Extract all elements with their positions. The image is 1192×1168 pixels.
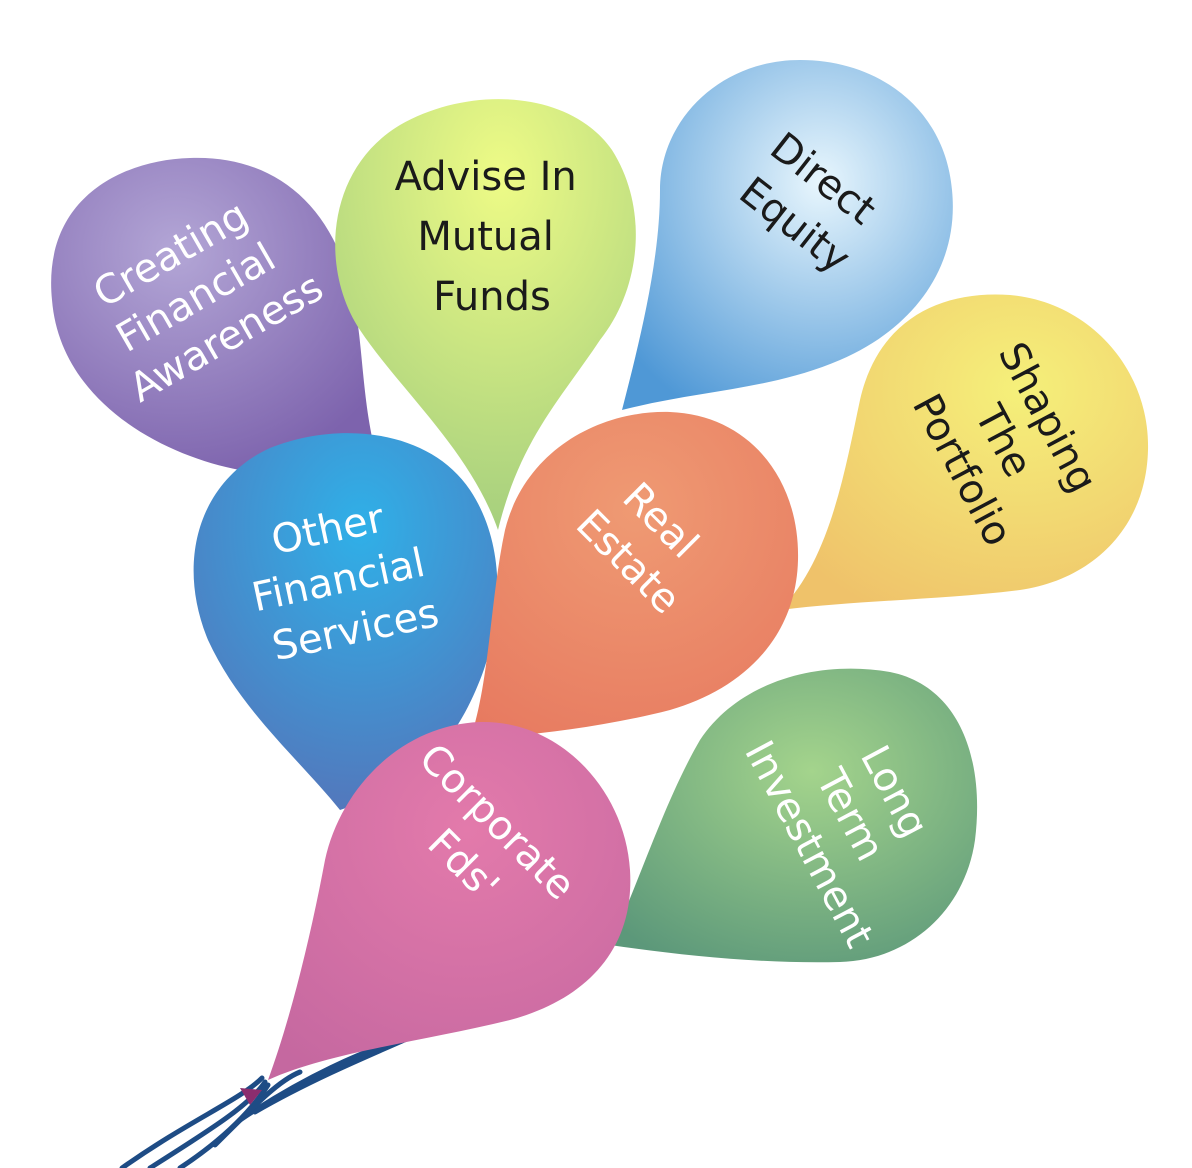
balloon-strings xyxy=(119,1025,435,1168)
balloon-real-estate: Real Estate xyxy=(470,411,799,740)
balloon-label-line: Funds xyxy=(433,274,551,320)
balloon-corporate-fds: Corporate Fds' xyxy=(268,721,631,1080)
balloon-creating-financial-awareness: Creating Financial Awareness xyxy=(51,157,381,470)
balloon-other-financial-services: Other Financial Services xyxy=(193,433,498,810)
balloon-knot xyxy=(240,1088,262,1105)
svg-text:Advise In Mutual F: Advise In Mutual Funds xyxy=(395,154,590,320)
balloon-label-line: Mutual xyxy=(417,214,554,260)
balloon-label-line: Advise In xyxy=(395,154,577,200)
balloon-advise-in-mutual-funds: Advise In Mutual Funds xyxy=(335,99,636,531)
balloon-long-term-investment: Long Term Investment xyxy=(610,668,978,963)
balloon-shaping-the-portfolio: Shaping The Portfolio xyxy=(780,294,1149,610)
balloon-direct-equity: Direct Equity xyxy=(622,60,953,410)
